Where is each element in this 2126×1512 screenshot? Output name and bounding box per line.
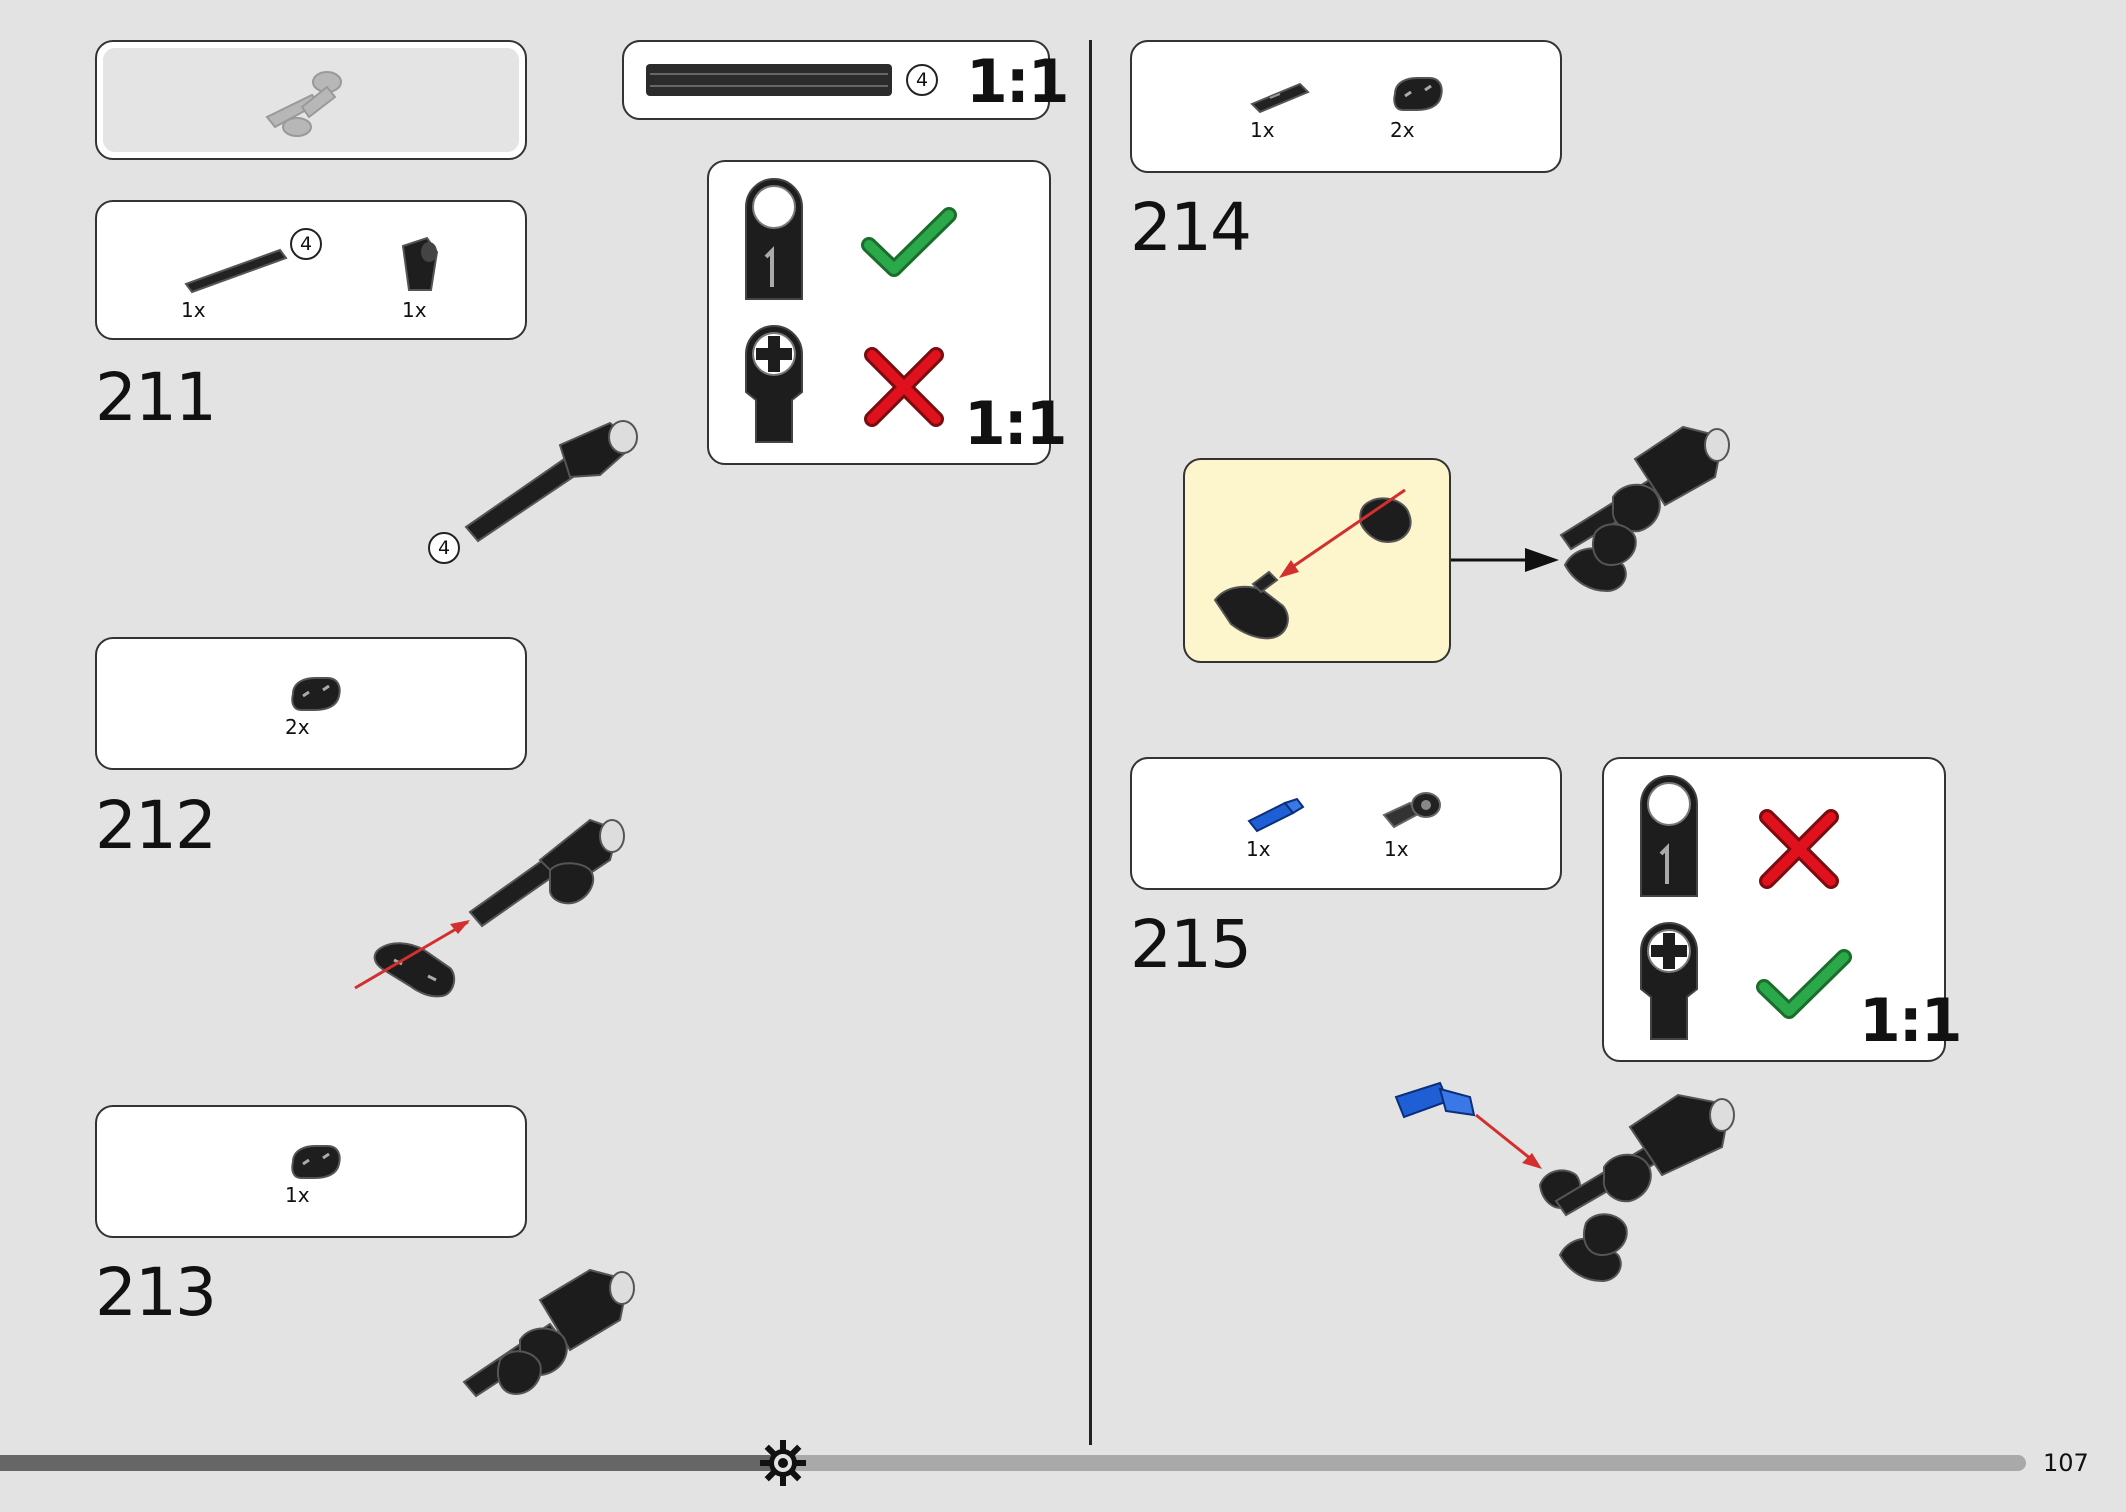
short-axle-icon	[1250, 82, 1310, 114]
page-number: 107	[2043, 1449, 2089, 1477]
step-213-assembly-icon	[462, 1268, 635, 1398]
step-214-parts-box: 1x 2x	[1130, 40, 1562, 173]
check-icon	[861, 207, 957, 277]
step-number: 214	[1130, 189, 1252, 266]
cross-icon	[1759, 809, 1839, 889]
step-211-assembly-icon	[464, 420, 638, 543]
axle-length-badge: 4	[428, 532, 460, 564]
sub-assembly-box	[1183, 458, 1451, 663]
step-number: 212	[95, 787, 217, 864]
step-215-assembly-icon	[1394, 1081, 1735, 1283]
axle-length-badge: 4	[906, 64, 938, 96]
step-number: 215	[1130, 906, 1252, 983]
callout-arrow-icon	[1451, 548, 1559, 572]
axle-4-scale-icon	[646, 64, 892, 96]
axle-scale-box: 4 1:1	[622, 40, 1069, 120]
sub-assembly-icon	[1213, 488, 1412, 640]
progress-bar-fill	[0, 1455, 782, 1471]
step-213-parts-box: 1x	[95, 1105, 527, 1238]
orientation-check-box-2: 1:1	[1602, 757, 1962, 1062]
axle-connector-icon	[401, 236, 439, 291]
check-icon	[1756, 949, 1852, 1019]
axle-4-icon	[184, 248, 288, 294]
part-quantity: 1x	[1250, 118, 1275, 142]
scale-label: 1:1	[1859, 986, 1962, 1056]
part-quantity: 1x	[1384, 837, 1409, 861]
blue-axle-pin-icon	[1247, 797, 1305, 833]
round-hole-connector-icon	[745, 178, 803, 300]
liftarm-2-icon	[1393, 77, 1443, 111]
axle-connector-icon	[1382, 792, 1441, 829]
step-number: 213	[95, 1254, 217, 1331]
scale-label: 1:1	[966, 47, 1069, 117]
cross-hole-connector-icon	[1640, 922, 1698, 1040]
page-divider	[1089, 40, 1092, 1445]
part-quantity: 1x	[285, 1183, 310, 1207]
cross-icon	[864, 347, 944, 427]
gear-icon	[760, 1440, 806, 1486]
orientation-check-box-1: 1:1	[707, 160, 1067, 465]
liftarm-2-icon	[291, 1145, 341, 1179]
part-quantity: 2x	[1390, 118, 1415, 142]
cross-hole-connector-icon	[745, 325, 803, 443]
part-quantity: 2x	[285, 715, 310, 739]
previous-assembly-icon	[265, 71, 342, 137]
step-212-parts-box: 2x	[95, 637, 527, 770]
step-211-parts-box: 4 1x 1x	[95, 200, 527, 340]
previous-assembly-box	[95, 40, 527, 160]
round-hole-connector-icon	[1640, 775, 1698, 897]
progress-bar	[0, 1455, 2026, 1471]
part-quantity: 1x	[1246, 837, 1271, 861]
liftarm-2-icon	[291, 677, 341, 711]
step-214-assembly-icon	[1559, 425, 1730, 593]
part-quantity: 1x	[181, 298, 206, 322]
step-212-assembly-icon	[354, 818, 625, 998]
axle-length-badge: 4	[290, 228, 322, 260]
step-215-parts-box: 1x 1x	[1130, 757, 1562, 890]
scale-label: 1:1	[964, 389, 1067, 459]
step-number: 211	[95, 359, 217, 436]
part-quantity: 1x	[402, 298, 427, 322]
